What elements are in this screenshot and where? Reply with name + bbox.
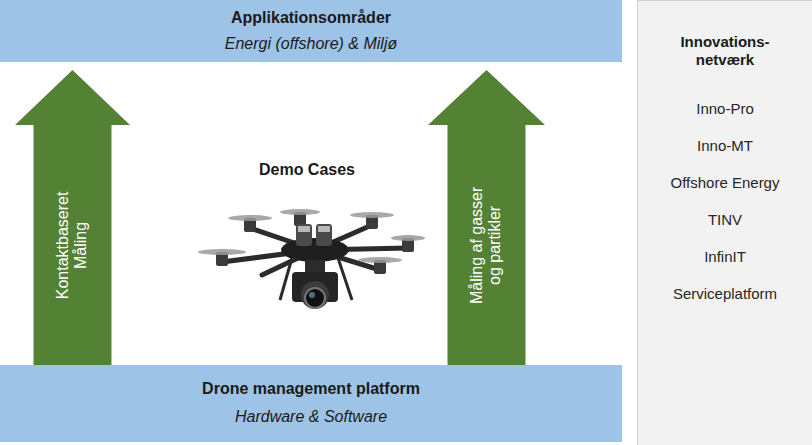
arrow-fill [15,70,130,365]
band-heading: Drone management platform [202,379,420,398]
band-heading: Applikationsområder [231,8,391,27]
band-subtitle: Hardware & Software [235,407,387,426]
arrow-shape [15,70,130,365]
network-item: Inno-Pro [696,100,754,118]
arrow-fill [428,70,545,365]
network-item: Inno-MT [697,137,753,155]
band-subtitle: Energi (offshore) & Miljø [225,34,398,53]
panel-heading: Innovations- netværk [665,33,785,69]
upward-arrow: Måling af gasser og partikler [428,70,545,365]
upward-arrow: Kontaktbaseret Måling [15,70,130,365]
arrow-label: Måling af gasser og partikler [468,178,505,313]
network-item: Offshore Energy [671,174,780,192]
network-panel: Innovations- netværkInno-ProInno-MT Offsh… [637,0,812,445]
application-band: ApplikationsområderEnergi (offshore) & M… [0,0,622,62]
drone-picture [198,209,425,309]
network-item: Serviceplatform [673,285,777,303]
network-item: TINV [708,211,742,229]
section-label: Demo Cases [259,161,355,179]
platform-band: Drone management platformHardware & Soft… [0,365,622,442]
network-item: InfinIT [704,248,746,266]
arrow-label: Kontaktbaseret Måling [54,178,91,313]
